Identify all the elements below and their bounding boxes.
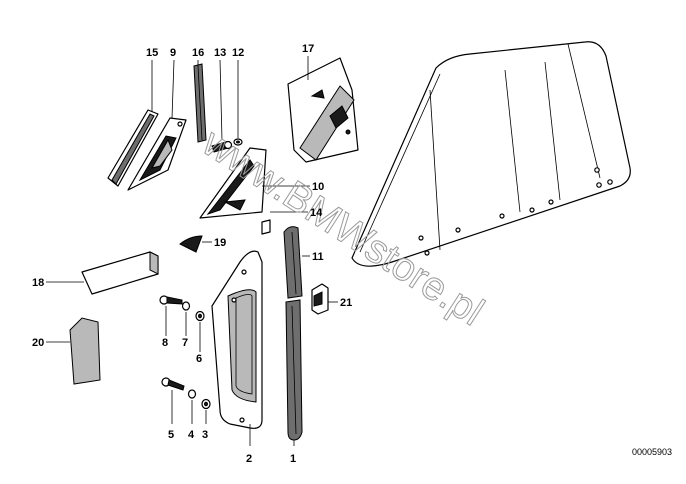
drawing-code: 00005903	[632, 447, 672, 457]
label-18: 18	[32, 277, 44, 289]
label-17: 17	[302, 43, 314, 55]
part-18-foam-strip	[81, 251, 159, 295]
leader-lines	[46, 56, 338, 446]
part-20-pad	[69, 317, 101, 385]
part-10-triangle-cover	[199, 147, 267, 219]
part-16-strip	[193, 63, 207, 143]
part-8-bolt	[159, 295, 183, 305]
label-21: 21	[340, 297, 352, 309]
label-13: 13	[214, 47, 226, 59]
door-window-glass	[351, 41, 631, 267]
label-6: 6	[196, 353, 202, 365]
label-12: 12	[232, 47, 244, 59]
part-21-clip	[311, 283, 329, 315]
part-14-clip	[261, 219, 271, 235]
part-5-bolt	[161, 377, 185, 391]
part-15-seal-strip	[107, 109, 159, 187]
label-16: 16	[192, 47, 204, 59]
callout-labels: 15 9 16 13 12 17 10 14 19 11 18 21 20 8 …	[32, 43, 352, 465]
part-9-bracket	[127, 117, 187, 191]
part-4-washer	[187, 389, 197, 399]
label-7: 7	[182, 337, 188, 349]
label-8: 8	[162, 337, 168, 349]
part-6-washer	[195, 310, 205, 322]
part-11-upper-guide-rail	[283, 226, 303, 299]
part-17-inner-trim	[287, 57, 359, 163]
part-1-lower-guide-rail	[285, 299, 303, 441]
part-2-vent-frame	[211, 250, 263, 429]
part-7-washer	[181, 301, 191, 311]
label-10: 10	[312, 181, 324, 193]
label-15: 15	[146, 47, 158, 59]
label-14: 14	[310, 207, 323, 219]
part-3-washer	[201, 398, 211, 410]
label-1: 1	[290, 453, 296, 465]
part-12-washer	[233, 138, 243, 146]
part-19-wedge	[179, 235, 203, 253]
label-2: 2	[246, 453, 252, 465]
part-13-screw	[211, 140, 233, 153]
label-19: 19	[214, 237, 226, 249]
label-20: 20	[32, 337, 44, 349]
label-3: 3	[202, 429, 208, 441]
label-9: 9	[170, 47, 176, 59]
label-5: 5	[168, 429, 174, 441]
label-4: 4	[188, 429, 195, 441]
glass-mounting-holes	[418, 167, 613, 256]
label-11: 11	[312, 251, 324, 263]
